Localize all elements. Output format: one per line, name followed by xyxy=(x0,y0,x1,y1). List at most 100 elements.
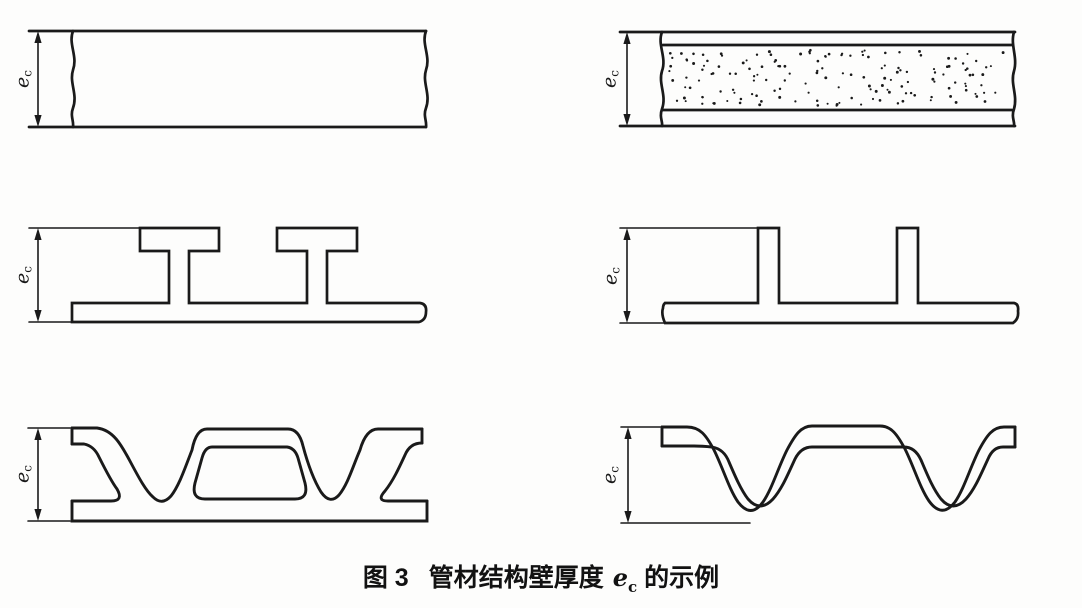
stipple-dot xyxy=(702,64,706,67)
stipple-dot xyxy=(949,94,953,98)
ec-symbol: e xyxy=(598,76,621,88)
stipple-dot xyxy=(745,59,748,62)
dimension-rib-wall xyxy=(623,228,631,323)
arrowhead-down xyxy=(34,310,42,322)
stipple-dot xyxy=(871,97,875,101)
stipple-dot xyxy=(861,53,865,57)
profile-outline xyxy=(70,226,428,324)
stipple-dot xyxy=(878,99,882,102)
inner-profile xyxy=(660,444,1017,508)
stipple-dot xyxy=(824,54,827,58)
stipple-dot xyxy=(931,77,935,81)
break-line-left xyxy=(659,30,665,128)
dimension-t-rib-wall xyxy=(34,228,42,322)
stipple-dot xyxy=(838,101,841,104)
stipple-dot xyxy=(777,64,780,68)
stipple-dot xyxy=(841,72,845,75)
stipple-dot xyxy=(918,49,921,53)
stipple-dot xyxy=(863,49,866,52)
inner-surface-right xyxy=(379,441,429,503)
stipple-dot xyxy=(767,50,771,54)
stipple-dot xyxy=(862,75,866,79)
stipple-dot xyxy=(684,100,687,103)
stipple-dot xyxy=(668,70,671,73)
stipple-dot xyxy=(752,75,756,78)
stipple-dot xyxy=(954,57,957,60)
stipple-dot xyxy=(975,59,978,63)
stipple-dot xyxy=(966,67,969,70)
caption-text-post: 的示例 xyxy=(644,564,720,592)
stipple-dot xyxy=(964,85,967,88)
stipple-dot xyxy=(824,76,828,80)
stipple-dot xyxy=(684,86,687,89)
stipple-dot xyxy=(974,92,977,95)
arrowhead-up xyxy=(624,427,632,439)
foam-core-stipple-texture xyxy=(668,48,1005,107)
panel-foam-core-wall xyxy=(618,30,1017,128)
stipple-dot xyxy=(697,79,701,82)
arrowhead-up xyxy=(34,31,42,43)
stipple-dot xyxy=(675,99,679,102)
stipple-dot xyxy=(685,76,688,79)
dim-label-ec-3: ec xyxy=(12,266,35,284)
stipple-dot xyxy=(826,102,829,105)
dim-label-ec-5: ec xyxy=(12,465,35,483)
stipple-dot xyxy=(701,68,704,71)
ec-subscript: c xyxy=(608,267,623,274)
stipple-dot xyxy=(933,71,937,74)
stipple-dot xyxy=(880,67,883,70)
stipple-dot xyxy=(671,78,675,82)
panel-rib-wall xyxy=(619,226,1020,325)
stipple-dot xyxy=(849,73,853,77)
stipple-dot xyxy=(1001,51,1005,55)
stipple-dot xyxy=(680,52,683,55)
stipple-dot xyxy=(874,89,878,93)
ec-symbol: e xyxy=(11,471,34,483)
stipple-dot xyxy=(778,87,782,91)
stipple-dot xyxy=(884,51,887,55)
stipple-dot xyxy=(883,64,886,67)
panel-solid-wall xyxy=(27,29,429,129)
stipple-dot xyxy=(887,90,891,94)
stipple-dot xyxy=(712,101,716,105)
stipple-dot xyxy=(932,68,936,71)
stipple-dot xyxy=(867,84,871,88)
break-line-right xyxy=(1011,30,1017,128)
dim-label-ec-2: ec xyxy=(599,70,622,88)
dimension-solid-wall xyxy=(34,31,42,127)
ec-subscript: c xyxy=(607,466,622,473)
ec-symbol: e xyxy=(599,273,622,285)
stipple-dot xyxy=(807,91,810,94)
stipple-dot xyxy=(752,79,755,82)
stipple-dot xyxy=(668,51,672,55)
stipple-dot xyxy=(669,64,673,68)
stipple-dot xyxy=(671,56,674,60)
stipple-dot xyxy=(706,59,709,63)
stipple-dot xyxy=(897,66,900,70)
stipple-dot xyxy=(835,102,839,106)
stipple-dot xyxy=(783,79,786,82)
stipple-dot xyxy=(975,95,979,98)
stipple-dot xyxy=(849,54,852,57)
stipple-dot xyxy=(919,54,923,57)
stipple-dot xyxy=(755,53,759,56)
stipple-dot xyxy=(726,99,729,103)
stipple-dot xyxy=(850,96,853,100)
stipple-dot xyxy=(815,71,819,75)
stipple-dot xyxy=(869,88,872,91)
stipple-dot xyxy=(906,80,910,84)
stipple-dot xyxy=(808,52,811,55)
stipple-dot xyxy=(883,76,887,80)
caption-text-pre: 管材结构壁厚度 xyxy=(428,564,604,592)
stipple-dot xyxy=(968,73,972,77)
stipple-dot xyxy=(711,72,715,75)
stipple-dot xyxy=(750,92,754,96)
stipple-dot xyxy=(748,67,751,71)
stipple-dot xyxy=(719,52,723,56)
stipple-dot xyxy=(983,100,987,103)
stipple-dot xyxy=(701,102,704,105)
stipple-dot xyxy=(816,69,819,73)
dim-label-ec-4: ec xyxy=(600,267,623,285)
